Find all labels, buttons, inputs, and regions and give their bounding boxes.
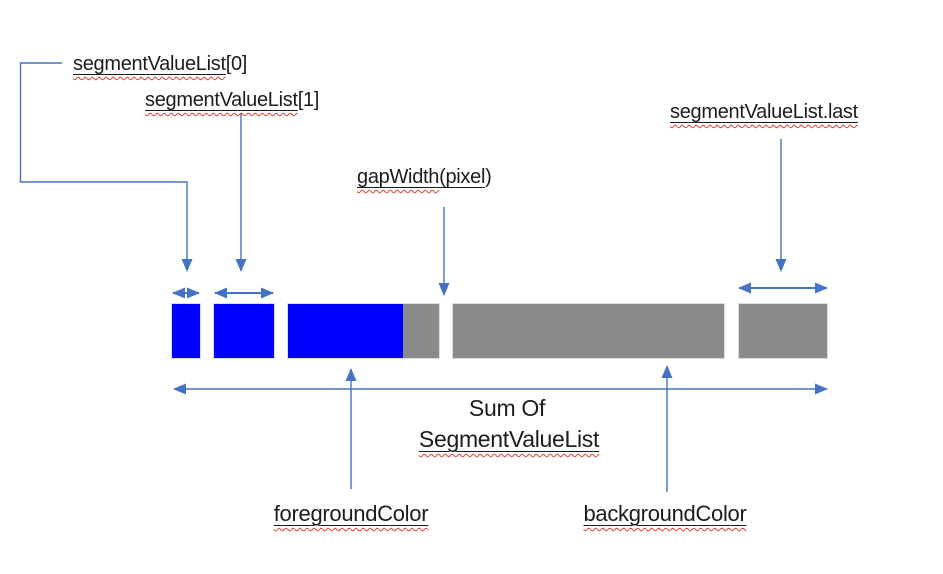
label-gap-width: gapWidth(pixel) (357, 166, 492, 188)
label-background-color: backgroundColor (583, 500, 746, 528)
segment-3 (452, 303, 725, 359)
label-sum-segment-value-list: SegmentValueList (419, 425, 599, 454)
segment-1 (213, 303, 275, 359)
label-segment-value-list-1: segmentValueList[1] (145, 89, 320, 111)
label-underlined-part: SegmentValueList (418, 426, 600, 452)
label-underlined-part: segmentValueList (73, 53, 226, 75)
segment-0-fill (172, 304, 200, 358)
label-underlined-part: backgroundColor (583, 501, 747, 526)
segment-0 (171, 303, 201, 359)
label-foreground-color: foregroundColor (274, 500, 429, 528)
label-underlined-part: foregroundColor (273, 501, 429, 526)
label-underlined-part: gapWidth(pixel (357, 166, 486, 188)
label-underlined-part: segmentValueList.last (670, 101, 858, 123)
label-segment-value-list-last: segmentValueList.last (670, 100, 858, 125)
segment-2-fill (288, 304, 403, 358)
label-sum-of: Sum Of (468, 395, 546, 421)
segment-1-fill (214, 304, 274, 358)
segment-4 (738, 303, 828, 359)
connector-seg0-elbow-arrow (19, 62, 193, 272)
segment-2 (287, 303, 440, 359)
label-segment-value-list-0: segmentValueList[0] (73, 53, 248, 75)
label-underlined-part: segmentValueList (145, 89, 298, 111)
